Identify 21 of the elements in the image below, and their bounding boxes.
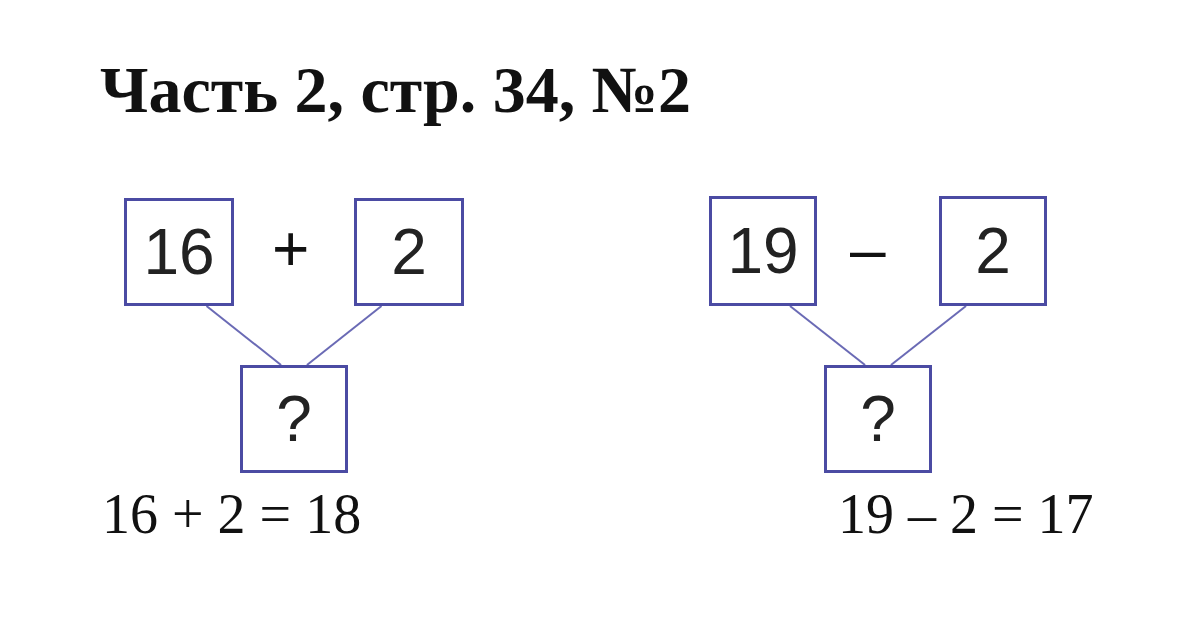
connector-line	[205, 305, 283, 366]
connector-line	[305, 305, 383, 366]
number-box	[939, 196, 1047, 306]
connector-line	[789, 305, 867, 366]
equation: 19 – 2 = 17	[838, 482, 1094, 546]
number-box	[354, 198, 464, 306]
operation-sign: –	[850, 212, 886, 286]
connector-line	[889, 305, 967, 366]
box-number: ?	[860, 382, 896, 456]
box-number: 16	[143, 215, 215, 289]
title: Часть 2, стр. 34, №2	[100, 52, 692, 128]
number-box	[709, 196, 817, 306]
operation-sign: +	[272, 212, 310, 286]
equation: 16 + 2 = 18	[102, 482, 362, 546]
box-number: ?	[276, 382, 312, 456]
number-box	[240, 365, 348, 473]
box-number: 2	[975, 214, 1011, 288]
number-box	[824, 365, 932, 473]
box-number: 19	[727, 214, 799, 288]
box-number: 2	[391, 215, 427, 289]
number-box	[124, 198, 234, 306]
